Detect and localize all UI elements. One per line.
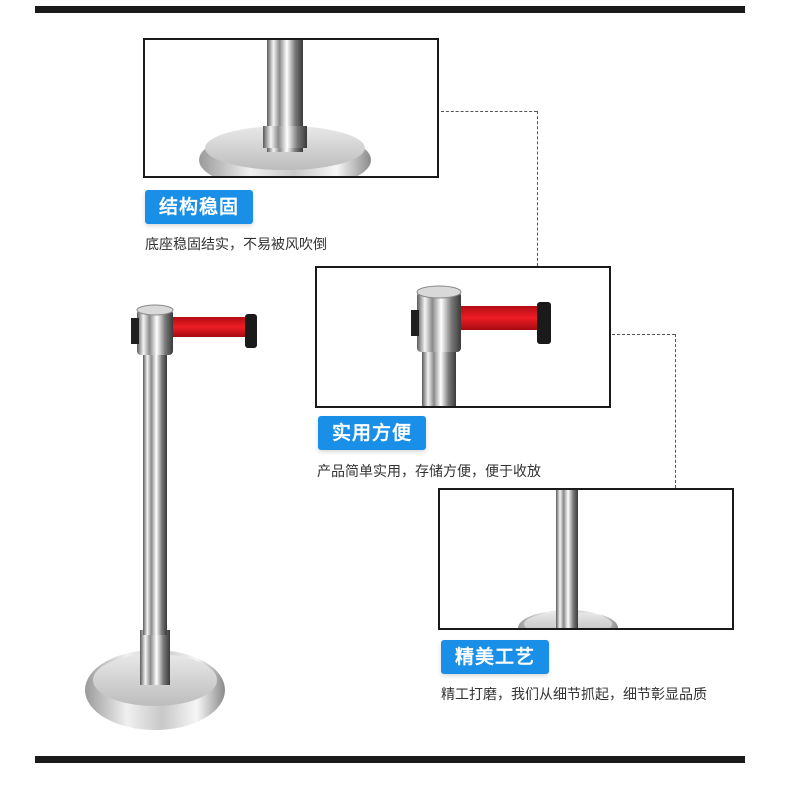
feature-title-stable: 结构稳固 [145, 190, 254, 224]
bottom-divider [35, 756, 745, 763]
top-divider [35, 6, 745, 13]
pole-detail-frame [438, 488, 734, 630]
connector-line [537, 111, 538, 266]
connector-line [441, 111, 537, 112]
belt-head-detail-frame [315, 266, 611, 408]
connector-line [612, 334, 675, 335]
feature-title-practical: 实用方便 [318, 416, 427, 450]
base-detail-frame [143, 38, 439, 178]
feature-desc-practical: 产品简单实用，存储方便，便于收放 [317, 464, 541, 480]
connector-line [675, 334, 676, 488]
feature-desc-stable: 底座稳固结实，不易被风吹倒 [145, 237, 327, 253]
feature-title-craft: 精美工艺 [441, 640, 550, 674]
feature-desc-craft: 精工打磨，我们从细节抓起，细节彰显品质 [441, 687, 707, 703]
stanchion-product-image [85, 304, 257, 730]
